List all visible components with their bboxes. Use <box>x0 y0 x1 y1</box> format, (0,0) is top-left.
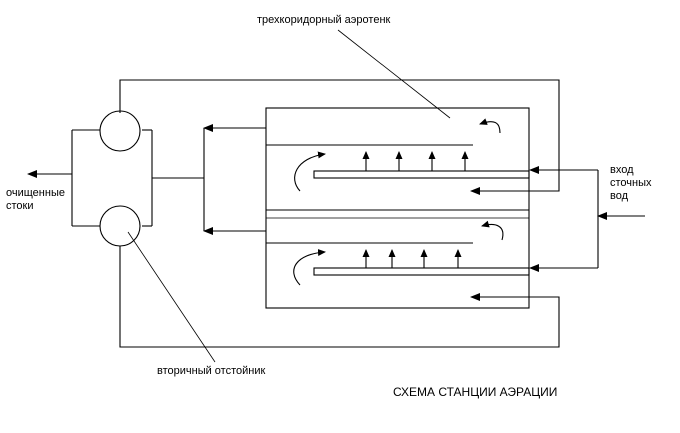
turn-arrow <box>294 151 326 192</box>
turn-arrow <box>293 248 326 286</box>
sludge-return-line-bottom <box>119 246 560 348</box>
clarifier-bottom <box>99 205 141 247</box>
clarifier-label: вторичный отстойник <box>157 365 266 377</box>
aeration-pipe-lower <box>313 267 530 276</box>
outlet-label-line2: стоки <box>6 200 34 212</box>
turn-arrow <box>479 118 501 134</box>
clarifier-leader-line <box>127 231 216 363</box>
aerotank-outline <box>265 107 530 309</box>
diagram-title: СХЕМА СТАНЦИИ АЭРАЦИИ <box>393 385 558 399</box>
outlet-label-line1: очищенные <box>6 187 65 199</box>
clarifier-top <box>99 110 141 152</box>
aerotank-label: трехкоридорный аэротенк <box>257 14 391 26</box>
aeration-pipe-upper <box>313 170 530 179</box>
turn-arrow <box>481 220 504 241</box>
outlet-label: очищенные стоки <box>6 187 65 213</box>
aerotank-leader-line <box>337 29 451 119</box>
sludge-return-line-top <box>119 79 560 192</box>
inlet-label-line2: сточных <box>610 177 652 189</box>
inlet-label-line1: вход <box>610 164 634 176</box>
inlet-label-line3: вод <box>610 190 629 202</box>
inlet-label: вход сточных вод <box>610 164 652 203</box>
